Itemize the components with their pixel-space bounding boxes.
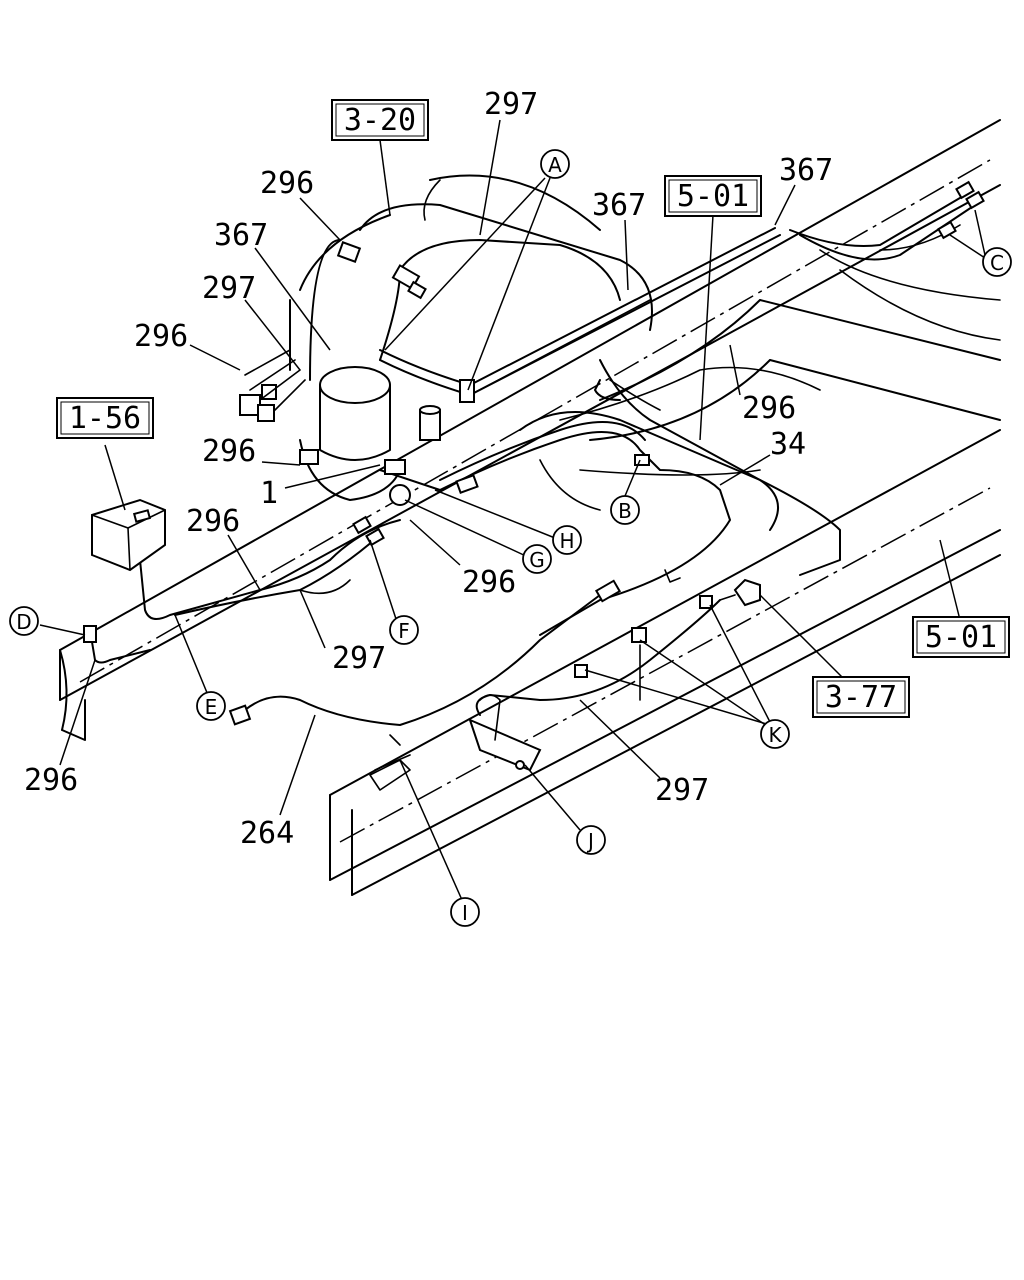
part-number: 297 xyxy=(202,271,256,306)
part-number: 1 xyxy=(260,476,278,511)
component-I xyxy=(369,734,411,791)
callout-letter: B xyxy=(618,499,632,523)
callout-letter: G xyxy=(529,548,545,572)
callout-K: K xyxy=(760,719,790,749)
clips-K xyxy=(574,569,713,701)
part-number: 297 xyxy=(332,641,386,676)
callout-letter: F xyxy=(398,619,410,643)
bracket-J xyxy=(468,694,542,772)
part-number: 296 xyxy=(202,434,256,469)
callout-letter: H xyxy=(559,529,574,553)
part-number: 296 xyxy=(24,763,78,798)
air-dryer xyxy=(299,366,441,501)
ref-box-1-56: 1-56 xyxy=(56,397,154,439)
callout-B: B xyxy=(610,495,640,525)
ref-box-3-77: 3-77 xyxy=(812,676,910,718)
part-numbers: 297 296 367 297 296 367 367 296 34 296 1… xyxy=(24,87,833,851)
callout-letter: A xyxy=(548,153,562,177)
air-tank-lower xyxy=(519,411,779,531)
callout-I: I xyxy=(450,897,480,927)
part-number: 296 xyxy=(186,504,240,539)
valve-block-left xyxy=(239,349,306,422)
part-number: 296 xyxy=(260,166,314,201)
callout-F: F xyxy=(389,615,419,645)
part-number: 296 xyxy=(462,565,516,600)
ref-label-5-01-right: 5-01 xyxy=(925,620,997,655)
callouts: A B C D E F G H xyxy=(9,149,1012,927)
part-number: 264 xyxy=(240,816,294,851)
callout-letter: J xyxy=(586,829,594,853)
part-number: 297 xyxy=(484,87,538,122)
component-1-56 xyxy=(91,498,166,572)
callout-H: H xyxy=(552,525,582,555)
part-number: 367 xyxy=(779,153,833,188)
callout-A: A xyxy=(540,149,570,179)
part-number: 367 xyxy=(592,188,646,223)
ref-box-5-01-top: 5-01 xyxy=(664,175,762,217)
ref-label-1-56: 1-56 xyxy=(69,401,141,436)
callout-J: J xyxy=(576,825,606,855)
leader-lines xyxy=(39,119,986,901)
part-number: 297 xyxy=(655,773,709,808)
part-number: 296 xyxy=(742,391,796,426)
ref-label-3-77: 3-77 xyxy=(825,680,897,715)
callout-letter: K xyxy=(768,723,782,747)
callout-G: G xyxy=(522,544,552,574)
ref-label-5-01-top: 5-01 xyxy=(677,179,749,214)
callout-letter: E xyxy=(205,695,218,719)
ref-box-3-20: 3-20 xyxy=(331,99,429,141)
callout-letter: C xyxy=(990,251,1004,275)
callout-letter: D xyxy=(16,610,31,634)
callout-C: C xyxy=(982,247,1012,277)
part-number: 367 xyxy=(214,218,268,253)
part-number: 296 xyxy=(134,319,188,354)
callout-letter: I xyxy=(462,901,468,925)
ref-box-5-01-right: 5-01 xyxy=(912,616,1010,658)
callout-E: E xyxy=(196,691,226,721)
frame-rails xyxy=(59,119,1001,896)
fitting-3-77 xyxy=(719,578,761,607)
part-number: 34 xyxy=(770,427,806,462)
callout-D: D xyxy=(9,606,39,636)
ref-label-3-20: 3-20 xyxy=(344,103,416,138)
